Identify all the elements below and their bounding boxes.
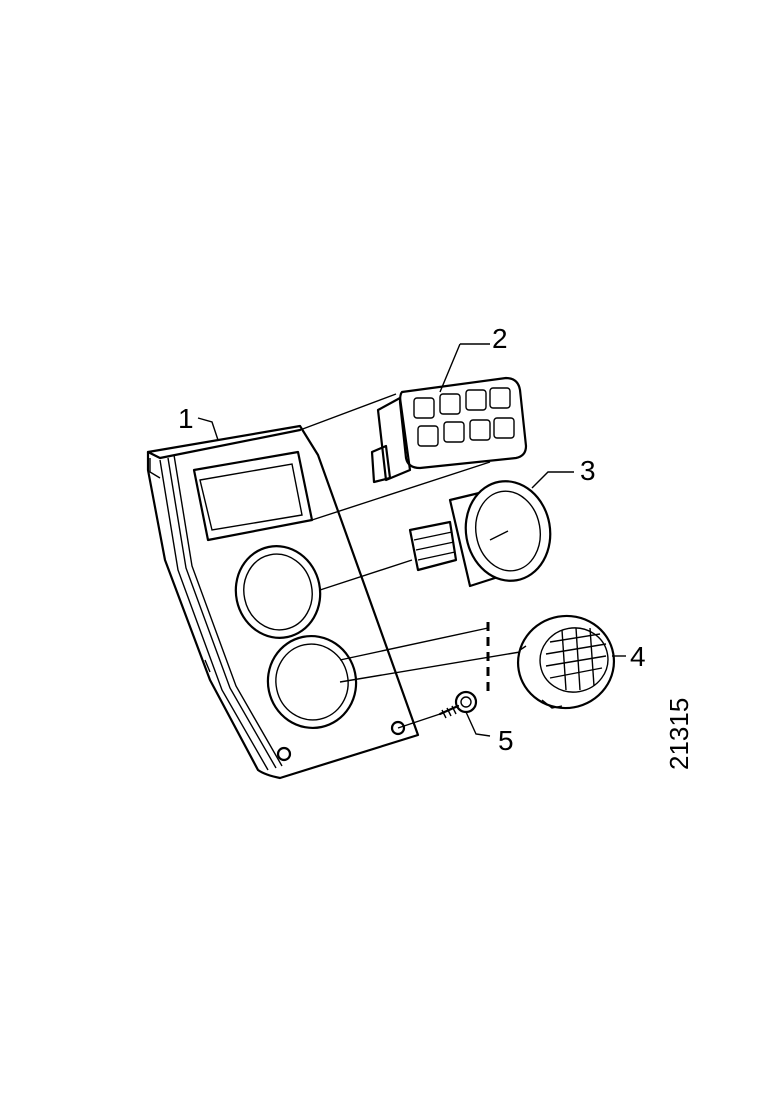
switch-panel [370, 376, 528, 484]
leader-lines [197, 343, 626, 737]
screw [438, 690, 478, 719]
speaker-grille [516, 614, 616, 710]
callout-1: 1 [178, 403, 194, 434]
callout-3: 3 [580, 455, 596, 486]
callout-5: 5 [498, 725, 514, 756]
callout-2: 2 [492, 323, 508, 354]
figure-number: 21315 [664, 698, 694, 770]
callout-4: 4 [630, 641, 646, 672]
gauge [408, 480, 552, 588]
instrument-panel [146, 424, 420, 780]
